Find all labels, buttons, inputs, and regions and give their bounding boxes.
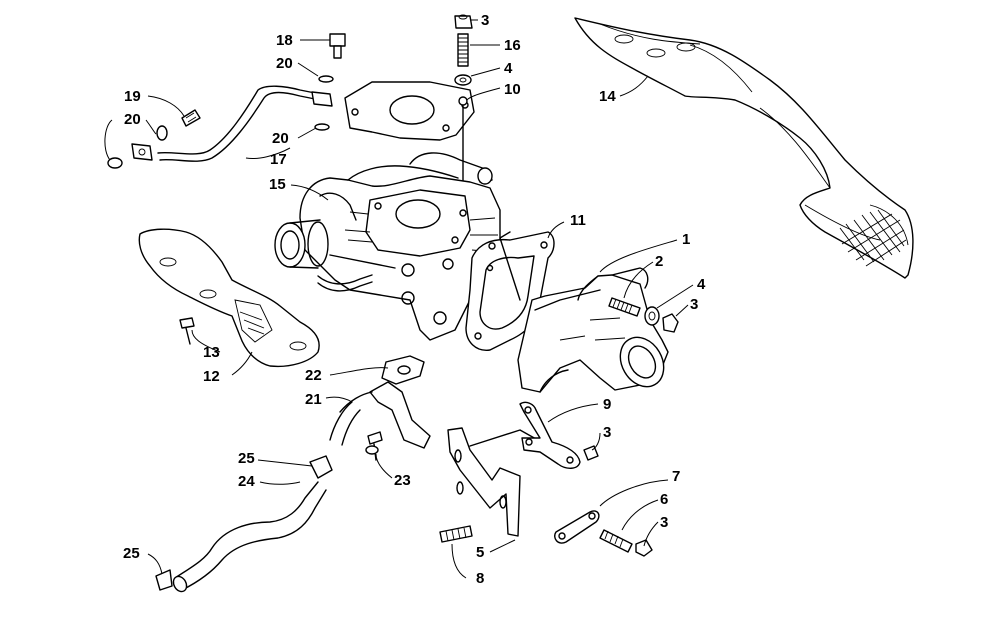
- callout-2: 2: [655, 253, 664, 270]
- callout-9: 9: [603, 396, 612, 413]
- bracket-stud: [439, 525, 473, 543]
- callout-8: 8: [476, 570, 485, 587]
- callout-20: 20: [124, 111, 141, 128]
- shield-bolt: [179, 317, 195, 345]
- heat-shield-upper: [574, 17, 914, 279]
- callout-13: 13: [203, 344, 220, 361]
- callout-7: 7: [672, 468, 681, 485]
- callout-15: 15: [269, 176, 286, 193]
- gasket-turbo-top: [344, 81, 475, 141]
- callout-4: 4: [697, 276, 706, 293]
- oil-feed-line: [107, 33, 346, 169]
- callout-11: 11: [570, 212, 586, 229]
- callout-3: 3: [660, 514, 669, 531]
- callout-20: 20: [272, 130, 289, 147]
- callout-4: 4: [504, 60, 513, 77]
- callout-5: 5: [476, 544, 485, 561]
- callout-20: 20: [276, 55, 293, 72]
- callout-10: 10: [504, 81, 521, 98]
- lower-plate-set: [554, 510, 653, 557]
- bracket-plate: [519, 401, 599, 469]
- callout-12: 12: [203, 368, 220, 385]
- callout-25: 25: [123, 545, 140, 562]
- callout-17: 17: [270, 151, 287, 168]
- callout-16: 16: [504, 37, 521, 54]
- callout-22: 22: [305, 367, 322, 384]
- heat-shield-lower: [138, 228, 320, 368]
- callout-25: 25: [238, 450, 255, 467]
- callout-3: 3: [603, 424, 612, 441]
- manifold-stud-set: [608, 297, 679, 333]
- oil-return-hose: [155, 455, 333, 593]
- callout-23: 23: [394, 472, 411, 489]
- callout-19: 19: [124, 88, 141, 105]
- callout-3: 3: [690, 296, 699, 313]
- callout-24: 24: [238, 473, 255, 490]
- oil-return-assembly: [329, 355, 431, 461]
- callout-14: 14: [599, 88, 616, 105]
- callout-3: 3: [481, 12, 490, 29]
- callout-leaders: [104, 19, 694, 579]
- turbocharger: [274, 152, 501, 341]
- callout-1: 1: [682, 231, 691, 248]
- callout-21: 21: [305, 391, 322, 408]
- callout-18: 18: [276, 32, 293, 49]
- callout-6: 6: [660, 491, 669, 508]
